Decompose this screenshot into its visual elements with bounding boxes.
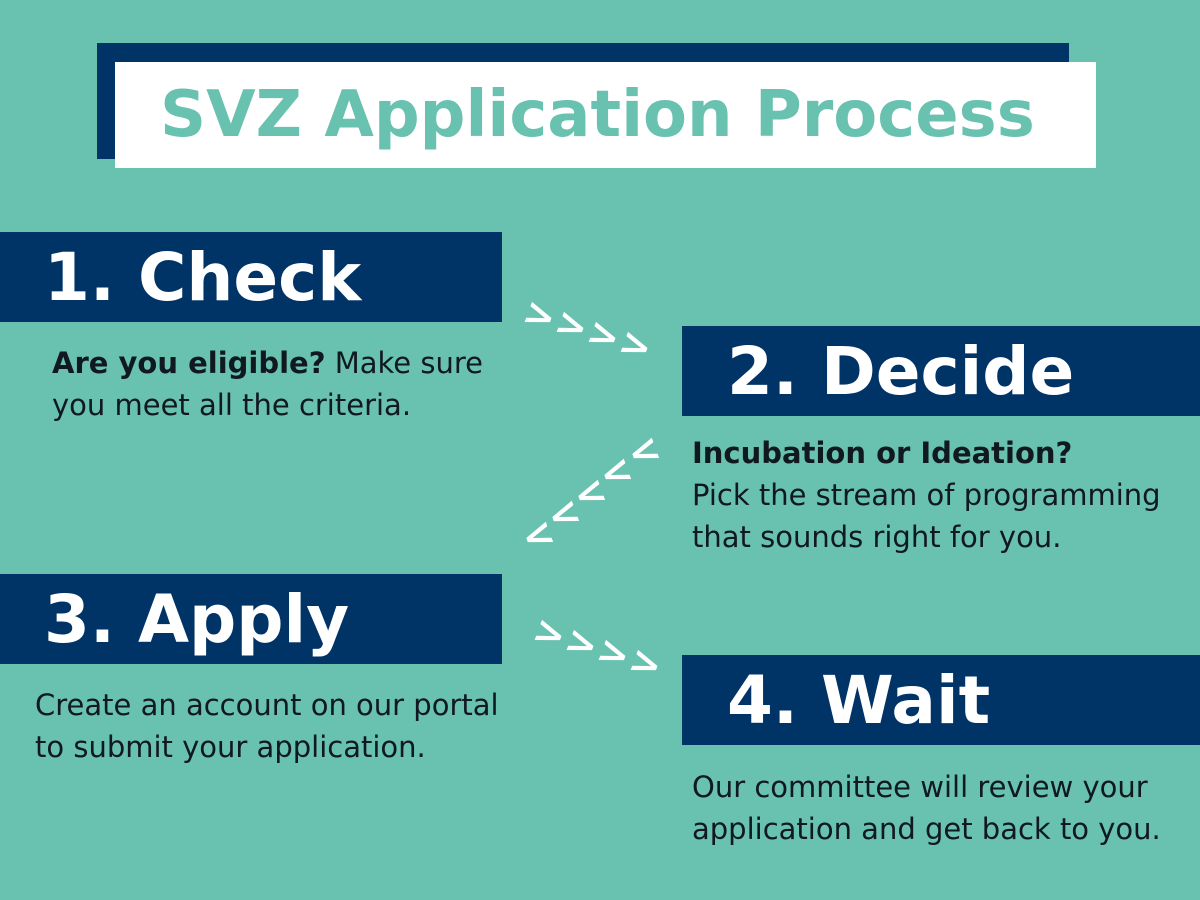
step-1-label: 1. Check — [44, 238, 362, 316]
title-box: SVZ Application Process — [115, 62, 1096, 168]
step-1-text: Make sure you meet all the criteria. — [52, 346, 483, 422]
step-2-bar: 2. Decide — [682, 326, 1200, 416]
page-title: SVZ Application Process — [160, 78, 1035, 152]
step-3-label: 3. Apply — [44, 580, 350, 658]
step-3-description: Create an account on our portal to submi… — [35, 684, 535, 768]
step-1-description: Are you eligible? Make sure you meet all… — [52, 342, 502, 426]
step-3-text: Create an account on our portal to submi… — [35, 688, 499, 764]
step-4-text: Our committee will review your applicati… — [692, 770, 1161, 846]
step-2-label: 2. Decide — [727, 332, 1075, 410]
step-1-lead: Are you eligible? — [52, 346, 326, 380]
step-2-description: Incubation or Ideation? Pick the stream o… — [692, 432, 1192, 558]
step-4-label: 4. Wait — [727, 661, 991, 739]
step-4-description: Our committee will review your applicati… — [692, 766, 1192, 850]
step-4-bar: 4. Wait — [682, 655, 1200, 745]
step-2-lead: Incubation or Ideation? — [692, 436, 1073, 470]
step-1-bar: 1. Check — [0, 232, 502, 322]
step-2-text: Pick the stream of programming that soun… — [692, 478, 1161, 554]
step-3-bar: 3. Apply — [0, 574, 502, 664]
